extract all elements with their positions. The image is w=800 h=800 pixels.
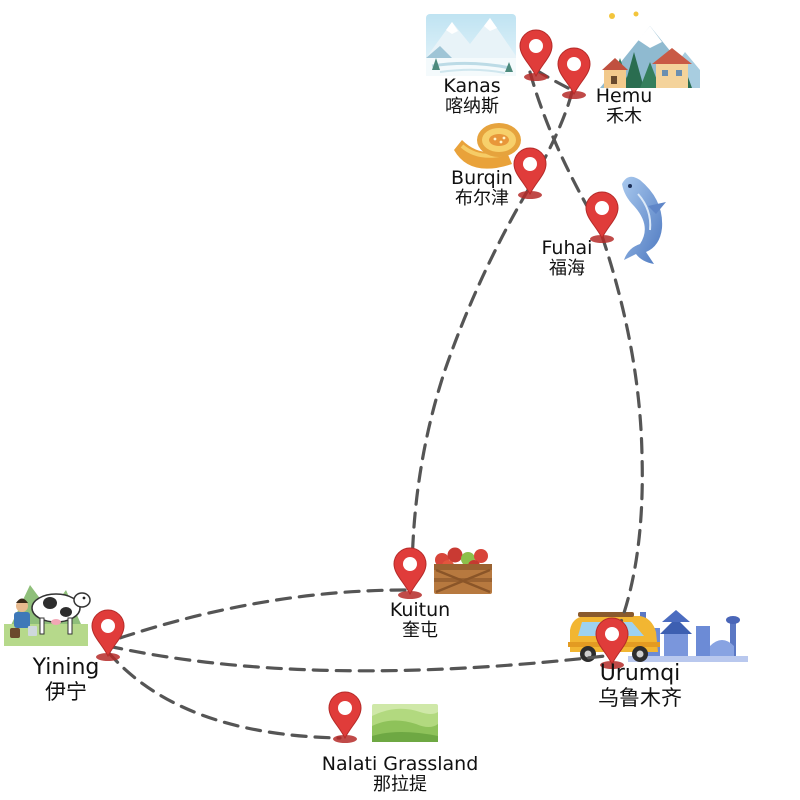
place-name-en: Nalati Grassland [321,753,479,775]
place-name-zh: 奎屯 [402,620,438,642]
route-yining-nalati [106,650,342,740]
pin-fuhai-icon [585,191,619,243]
route-kuitun-yining [106,588,407,644]
place-name-en: Hemu [595,85,653,107]
pin-hemu-icon [557,47,591,99]
place-label-hemu: Hemu 禾木 [595,85,653,128]
car-and-city-icon [568,610,748,662]
fruit-crate-icon [434,547,492,594]
place-name-zh: 布尔津 [455,188,509,210]
pin-urumqi-icon [595,617,629,669]
place-name-en: Fuhai [541,237,593,259]
place-name-zh: 禾木 [606,106,642,128]
place-name-zh: 那拉提 [372,774,427,796]
location-pins [91,29,629,743]
place-name-zh: 乌鲁木齐 [598,685,682,710]
pin-kuitun-icon [393,547,427,599]
pin-nalati-icon [328,691,362,743]
route-lines [106,68,644,740]
grassland-icon [372,704,438,742]
route-fuhai-urumqi [600,234,644,632]
place-name-en: Kanas [443,75,501,97]
place-name-zh: 喀纳斯 [444,96,499,118]
place-name-en: Yining [32,655,100,680]
place-label-burqin: Burqin 布尔津 [451,167,513,210]
place-label-nalati: Nalati Grassland 那拉提 [321,753,479,796]
snowy-mountain-lake-icon [426,14,516,76]
place-name-zh: 福海 [549,258,585,280]
pin-yining-icon [91,609,125,661]
place-label-yining: Yining 伊宁 [32,655,100,704]
place-label-kanas: Kanas 喀纳斯 [443,75,501,118]
place-label-urumqi: Urumqi 乌鲁木齐 [598,661,682,710]
fish-icon [622,176,666,264]
route-yining-urumqi [106,644,607,673]
place-name-en: Urumqi [599,661,681,686]
place-label-fuhai: Fuhai 福海 [541,237,593,280]
place-label-kuitun: Kuitun 奎屯 [389,599,451,642]
pin-burqin-icon [513,147,547,199]
place-name-en: Burqin [451,167,513,189]
milking-cow-icon [4,585,91,646]
mountain-village-icon [600,11,700,88]
pin-kanas-icon [519,29,553,81]
route-burqin-kuitun [410,188,530,582]
route-hemu-burqin [528,90,574,187]
place-name-zh: 伊宁 [44,679,87,704]
place-name-en: Kuitun [389,599,451,621]
melon-icon [454,123,521,169]
